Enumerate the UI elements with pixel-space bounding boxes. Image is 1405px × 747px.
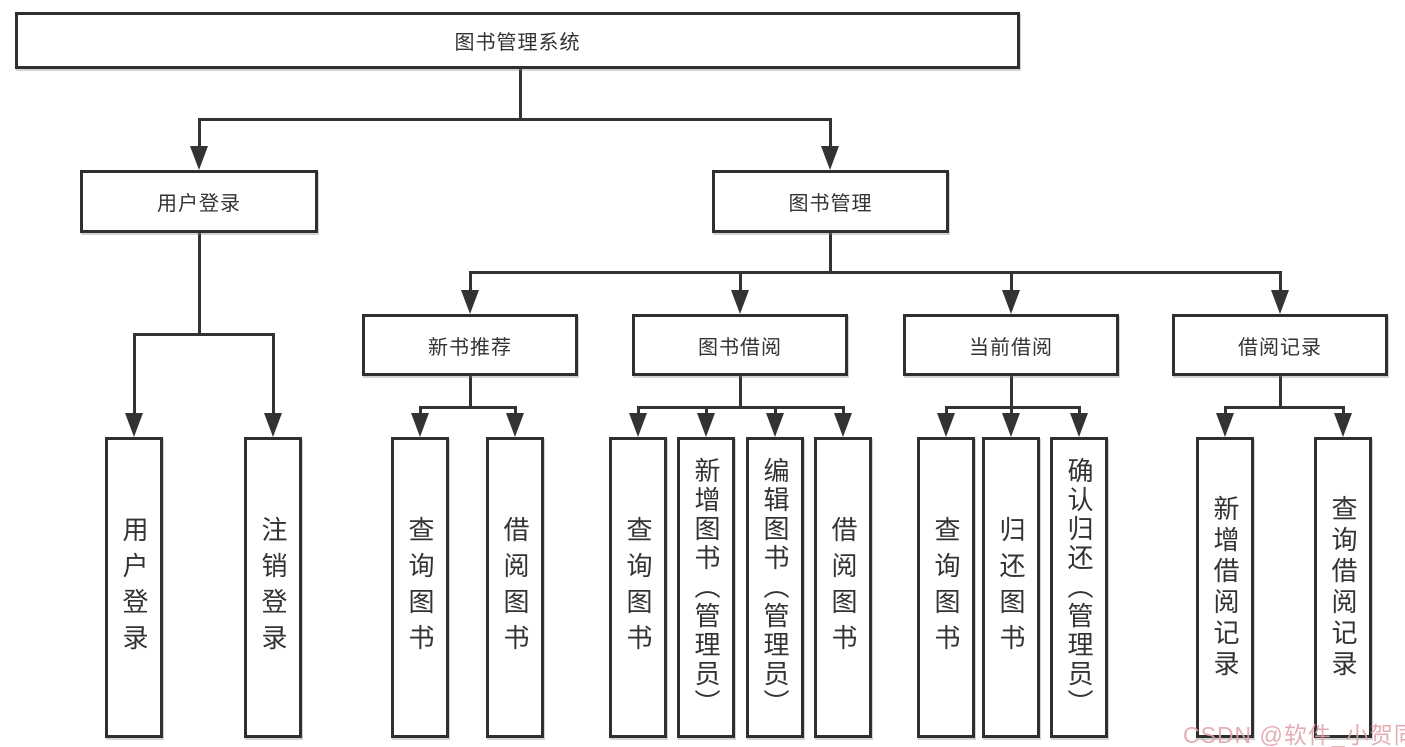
connector-line — [945, 406, 1081, 409]
arrow-down-icon — [1002, 413, 1020, 437]
arrow-down-icon — [766, 413, 784, 437]
node-label: 注销登录 — [258, 515, 288, 660]
node-label: 确认归还（管理员） — [1064, 457, 1094, 718]
node-logout: 注销登录 — [244, 437, 302, 738]
connector-line — [829, 118, 832, 149]
node-query-books-1: 查询图书 — [391, 437, 449, 738]
connector-line — [133, 333, 275, 336]
arrow-down-icon — [190, 146, 208, 170]
connector-line — [637, 406, 845, 409]
connector-line — [945, 406, 948, 416]
connector-line — [637, 406, 640, 416]
csdn-watermark: CSDN @软件_小贺同学 — [1183, 722, 1405, 747]
arrow-down-icon — [1002, 290, 1020, 314]
connector-line — [1279, 271, 1282, 293]
connector-line — [469, 271, 472, 293]
connector-line — [1342, 406, 1345, 416]
node-label: 查询图书 — [405, 515, 435, 660]
node-label: 新增图书（管理员） — [691, 457, 721, 718]
connector-line — [1279, 376, 1282, 409]
node-label: 新增借阅记录 — [1210, 494, 1240, 681]
arrow-down-icon — [125, 413, 143, 437]
arrow-down-icon — [821, 146, 839, 170]
connector-line — [419, 406, 422, 416]
connector-line — [198, 118, 832, 121]
connector-line — [133, 333, 136, 415]
arrow-down-icon — [629, 413, 647, 437]
connector-line — [705, 406, 708, 416]
node-return-books: 归还图书 — [982, 437, 1040, 738]
node-label: 图书管理系统 — [454, 32, 581, 54]
node-current-borrow: 当前借阅 — [903, 314, 1119, 376]
node-label: 归还图书 — [996, 515, 1026, 660]
connector-line — [1224, 406, 1227, 416]
arrow-down-icon — [731, 290, 749, 314]
connector-line — [829, 233, 832, 274]
connector-line — [469, 271, 1282, 274]
connector-line — [1010, 271, 1013, 293]
connector-line — [469, 376, 472, 409]
node-user-login-leaf: 用户登录 — [105, 437, 163, 738]
node-label: 当前借阅 — [969, 336, 1053, 359]
connector-line — [419, 406, 517, 409]
node-book-borrow: 图书借阅 — [632, 314, 848, 376]
node-label: 图书借阅 — [698, 336, 782, 359]
node-add-book-admin: 新增图书（管理员） — [677, 437, 735, 738]
arrow-down-icon — [1070, 413, 1088, 437]
connector-line — [1010, 406, 1013, 416]
arrow-down-icon — [834, 413, 852, 437]
node-add-borrow-record: 新增借阅记录 — [1196, 437, 1254, 738]
node-label: 用户登录 — [157, 193, 241, 215]
node-confirm-return-admin: 确认归还（管理员） — [1050, 437, 1108, 738]
arrow-down-icon — [1216, 413, 1234, 437]
connector-line — [272, 333, 275, 415]
node-borrow-records: 借阅记录 — [1172, 314, 1388, 376]
connector-line — [842, 406, 845, 416]
node-borrow-books-2: 借阅图书 — [814, 437, 872, 738]
node-label: 用户登录 — [119, 515, 149, 660]
node-label: 图书管理 — [788, 193, 873, 215]
arrow-down-icon — [411, 413, 429, 437]
arrow-down-icon — [1334, 413, 1352, 437]
node-library-system: 图书管理系统 — [15, 12, 1020, 69]
node-label: 编辑图书（管理员） — [760, 457, 790, 718]
node-query-books-2: 查询图书 — [609, 437, 667, 738]
node-label: 新书推荐 — [428, 336, 512, 359]
connector-line — [774, 406, 777, 416]
connector-line — [519, 69, 522, 121]
connector-line — [1010, 376, 1013, 409]
arrow-down-icon — [506, 413, 524, 437]
node-label: 借阅记录 — [1238, 336, 1322, 359]
node-borrow-books-1: 借阅图书 — [486, 437, 544, 738]
node-query-borrow-record: 查询借阅记录 — [1314, 437, 1372, 738]
node-user-login: 用户登录 — [80, 170, 318, 233]
node-query-books-3: 查询图书 — [917, 437, 975, 738]
connector-line — [739, 376, 742, 409]
connector-line — [514, 406, 517, 416]
connector-line — [1224, 406, 1345, 409]
arrow-down-icon — [937, 413, 955, 437]
connector-line — [739, 271, 742, 293]
node-book-management: 图书管理 — [712, 170, 949, 233]
node-label: 查询图书 — [931, 515, 961, 660]
node-new-book-recommend: 新书推荐 — [362, 314, 578, 376]
arrow-down-icon — [1271, 290, 1289, 314]
node-edit-book-admin: 编辑图书（管理员） — [746, 437, 804, 738]
node-label: 借阅图书 — [500, 515, 530, 660]
node-label: 查询借阅记录 — [1328, 494, 1358, 681]
node-label: 借阅图书 — [828, 515, 858, 660]
connector-line — [198, 118, 201, 149]
connector-line — [198, 233, 201, 335]
node-label: 查询图书 — [623, 515, 653, 660]
arrow-down-icon — [461, 290, 479, 314]
arrow-down-icon — [697, 413, 715, 437]
arrow-down-icon — [264, 413, 282, 437]
connector-line — [1078, 406, 1081, 416]
